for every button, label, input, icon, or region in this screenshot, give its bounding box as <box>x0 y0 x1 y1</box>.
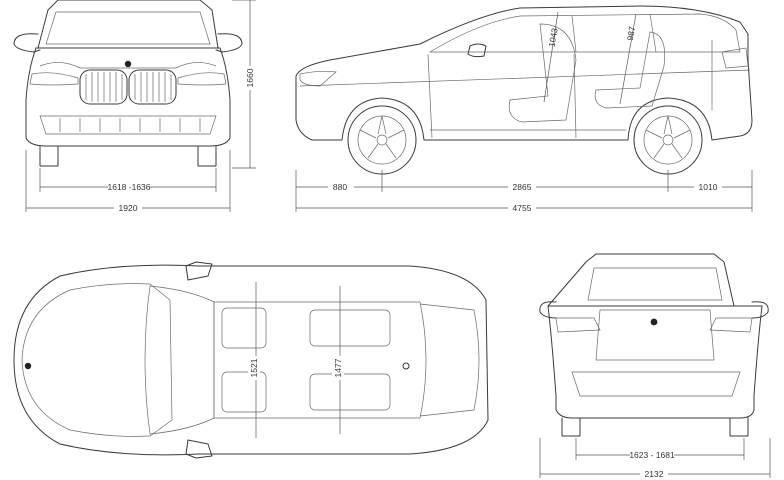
height-label: 1660 <box>245 68 255 87</box>
front-shoulder-label: 1521 <box>249 358 259 377</box>
front-track-label: 1618 -1636 <box>107 182 150 192</box>
rear-overhang-label: 1010 <box>699 182 718 192</box>
bmw-roundel-icon <box>124 60 132 68</box>
rear-shoulder-label: 1477 <box>333 358 343 377</box>
front-overhang-label: 880 <box>333 182 347 192</box>
rear-headroom-label: 987 <box>625 25 637 41</box>
length-label: 4755 <box>513 203 532 213</box>
front-view <box>13 0 243 167</box>
width-front-label: 1920 <box>119 203 138 213</box>
top-view <box>13 261 489 459</box>
side-view <box>295 5 753 175</box>
dimension-labels: 1618 -1636 1920 1660 880 2865 1010 4755 … <box>107 25 722 479</box>
bmw-roundel-icon-top <box>24 362 32 370</box>
front-headroom-label: 1043 <box>546 27 559 48</box>
bmw-roundel-icon-rear <box>650 318 658 326</box>
rear-track-label: 1623 - 1681 <box>629 450 675 460</box>
rear-view <box>539 253 769 437</box>
width-mirrors-label: 2132 <box>645 469 664 479</box>
wheelbase-label: 2865 <box>513 182 532 192</box>
